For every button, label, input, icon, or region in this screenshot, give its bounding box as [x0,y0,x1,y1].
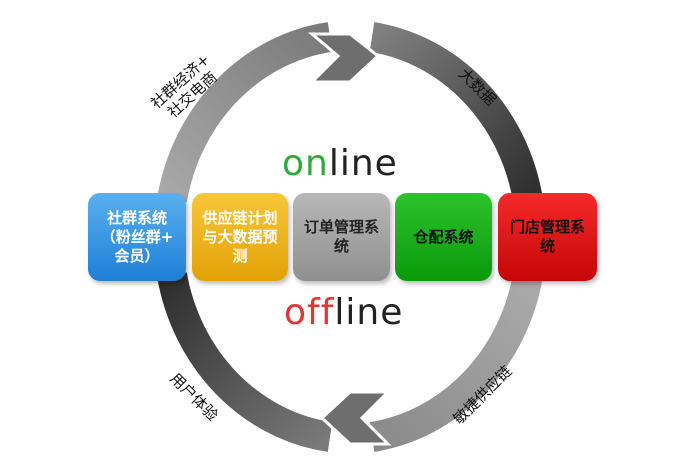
ring-segment-top-left [157,22,333,203]
chevron-left-arrow-icon [319,390,392,446]
community-system-box: 社群系统 （粉丝群+ 会员） [88,193,186,281]
supply-chain-planning-box: 供应链计划 与大数据预 测 [192,193,288,281]
order-management-label: 订单管理系 统 [303,218,379,255]
online-wordmark: online [282,143,398,184]
community-system-label: 社群系统 （粉丝群+ 会员） [100,208,174,265]
online-wordmark-rest: line [328,143,398,184]
warehouse-distribution-box: 仓配系统 [395,193,492,281]
offline-wordmark-accent: off [284,292,335,333]
order-management-box: 订单管理系 统 [293,193,390,281]
offline-wordmark-rest: line [334,292,404,333]
ring-segment-bottom-left [157,272,333,452]
offline-wordmark: offline [284,292,403,333]
chevron-right-arrow-icon [307,32,381,84]
ring-segment-top-right [369,22,543,203]
store-management-label: 门店管理系 统 [509,218,585,255]
ring-segment-bottom-right [369,272,543,452]
online-wordmark-accent: on [282,143,329,184]
warehouse-distribution-label: 仓配系统 [413,227,474,246]
store-management-box: 门店管理系 统 [498,193,597,281]
supply-chain-planning-label: 供应链计划 与大数据预 测 [202,208,278,265]
